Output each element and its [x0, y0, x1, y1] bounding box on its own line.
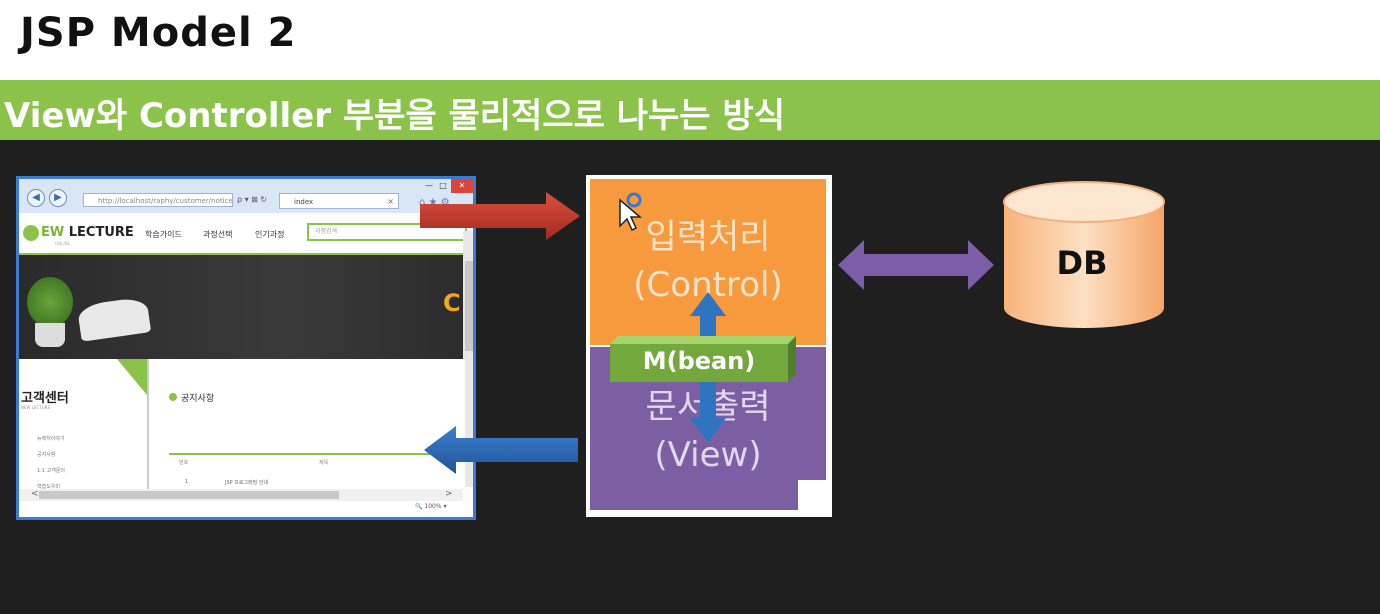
- address-bar[interactable]: http://localhost/raphy/customer/notice.j…: [83, 193, 233, 207]
- hero-letter: C: [443, 289, 461, 317]
- content-area: 공지사항 번호 제목 1 JSP 프로그래밍 안내: [147, 359, 465, 489]
- browser-tab[interactable]: index ×: [279, 193, 399, 209]
- request-arrow: [420, 192, 580, 240]
- scroll-right-icon[interactable]: >: [445, 489, 453, 499]
- table-header-number: 번호: [179, 460, 189, 466]
- minimize-icon[interactable]: —: [425, 181, 433, 190]
- sidebar-item-notice[interactable]: 공지사항: [37, 452, 56, 458]
- sidebar-subtitle: NEW LECTURE: [21, 405, 50, 410]
- browser-window: ◀ ▶ http://localhost/raphy/customer/noti…: [16, 176, 476, 520]
- sidebar-item-inquiry[interactable]: 1:1 고객문의: [37, 468, 66, 474]
- logo-ew: EW: [41, 225, 65, 240]
- database-icon: [1003, 181, 1165, 328]
- model-bean-label: M(bean): [642, 347, 756, 375]
- close-icon[interactable]: ✕: [451, 179, 473, 193]
- site-logo[interactable]: EW LECTURE: [41, 225, 134, 240]
- db-arrow: [838, 240, 994, 290]
- tab-label: index: [294, 198, 314, 206]
- nav-course-select[interactable]: 과정선택: [203, 230, 233, 239]
- maximize-icon[interactable]: □: [439, 181, 447, 190]
- headset-image: [76, 296, 152, 342]
- content-title: 공지사항: [181, 394, 215, 404]
- subtitle-banner: View와 Controller 부분을 물리적으로 나누는 방식: [0, 80, 1380, 140]
- mouse-cursor-icon: [619, 192, 643, 232]
- browser-toolbar: ◀ ▶ http://localhost/raphy/customer/noti…: [19, 179, 473, 213]
- slide-title: JSP Model 2: [20, 10, 297, 56]
- database-label: DB: [1056, 244, 1108, 282]
- vertical-scroll-thumb[interactable]: [465, 261, 473, 351]
- home-star-gear-icons[interactable]: ⌂ ★ ⚙: [419, 197, 450, 208]
- horizontal-scroll-thumb[interactable]: [39, 491, 339, 499]
- table-top-line: [169, 453, 459, 455]
- sidebar-item-help[interactable]: 학습도우미: [37, 484, 61, 490]
- horizontal-scrollbar[interactable]: < >: [19, 489, 463, 501]
- address-bar-icons[interactable]: ρ ▾ ⊠ ↻: [237, 195, 268, 204]
- sidebar-title: 고객센터: [21, 391, 69, 406]
- nav-guide[interactable]: 학습가이드: [145, 230, 182, 239]
- scroll-left-icon[interactable]: <: [31, 489, 39, 499]
- plant-image: [27, 277, 73, 327]
- hero-banner: C: [19, 255, 463, 359]
- table-header-title: 제목: [319, 460, 329, 466]
- back-icon[interactable]: ◀: [27, 189, 45, 207]
- control-label-line1: 입력처리: [645, 217, 771, 257]
- site-header: EW LECTURE ONLINE 학습가이드 과정선택 인기과정 과정검색: [19, 213, 473, 255]
- vertical-scrollbar[interactable]: [463, 231, 473, 487]
- plant-pot-image: [35, 323, 65, 347]
- response-arrow: [424, 426, 578, 474]
- logo-icon: [23, 225, 39, 241]
- page-fold: [798, 480, 830, 514]
- model-bean-box: [610, 336, 796, 382]
- forward-icon[interactable]: ▶: [49, 189, 67, 207]
- table-cell-title[interactable]: JSP 프로그래밍 안내: [225, 480, 269, 486]
- notice-bullet-icon: [169, 393, 177, 401]
- logo-subtitle: ONLINE: [55, 241, 71, 246]
- sidebar-item-story[interactable]: 뉴렉처이야기: [37, 436, 65, 442]
- tab-close-icon[interactable]: ×: [387, 197, 394, 206]
- nav-popular[interactable]: 인기과정: [255, 230, 285, 239]
- title-bar: JSP Model 2: [0, 0, 1380, 80]
- banner-text: View와 Controller 부분을 물리적으로 나누는 방식: [4, 96, 785, 136]
- table-cell-number: 1: [185, 479, 189, 485]
- sidebar: 고객센터 NEW LECTURE 뉴렉처이야기 공지사항 1:1 고객문의 학습…: [19, 359, 147, 490]
- zoom-level[interactable]: 🔍 100% ▾: [415, 503, 447, 510]
- logo-lecture: LECTURE: [64, 225, 134, 240]
